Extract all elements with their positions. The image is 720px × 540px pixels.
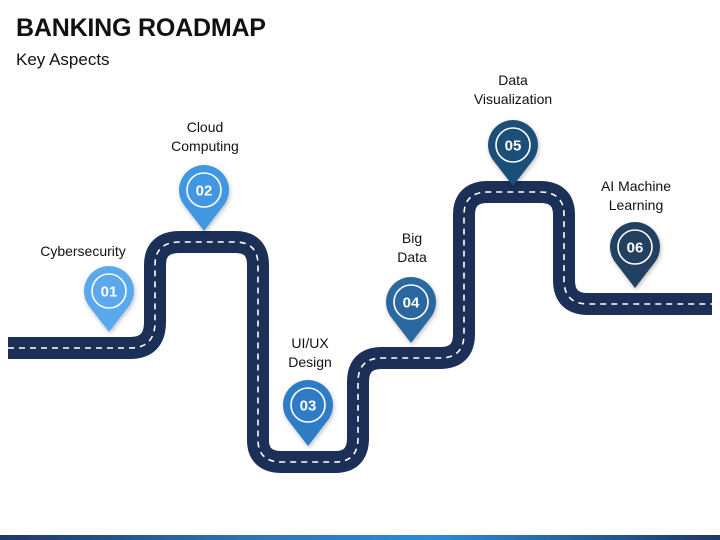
milestone-pin-05: 05 <box>488 119 538 186</box>
pin-marker-icon <box>609 221 660 288</box>
milestone-pin-02: 02 <box>179 165 229 231</box>
bottom-accent-bar <box>0 535 720 540</box>
milestone-label-02: Cloud Computing <box>171 119 239 154</box>
milestone-pin-04: 04 <box>386 276 436 343</box>
milestone-label-06: AI Machine Learning <box>600 178 672 213</box>
page-subtitle: Key Aspects <box>16 50 110 69</box>
milestone-number: 03 <box>300 398 317 415</box>
milestone-pin-06: 06 <box>609 221 660 288</box>
pin-marker-icon <box>283 379 333 446</box>
milestone-number: 05 <box>505 138 522 155</box>
pin-inner-ring <box>91 273 127 309</box>
milestone-number: 06 <box>627 240 644 257</box>
pin-marker-icon <box>83 265 134 332</box>
milestone-pin-03: 03 <box>283 379 333 446</box>
pin-marker-icon <box>386 276 436 343</box>
milestone-pin-01: 01 <box>83 265 134 332</box>
pin-inner-ring <box>617 229 653 265</box>
page-title: BANKING ROADMAP <box>16 14 266 42</box>
milestone-number: 04 <box>403 295 420 312</box>
pin-inner-ring <box>495 127 531 163</box>
milestone-label-05: Data Visualization <box>473 72 553 107</box>
milestone-number: 02 <box>196 183 213 200</box>
pin-inner-ring <box>393 284 429 320</box>
road-center-line <box>8 191 712 463</box>
milestone-label-01: Cybersecurity <box>40 243 126 259</box>
pin-marker-icon <box>488 119 538 186</box>
milestone-label-04: Big Data <box>397 230 427 265</box>
milestone-label-03: UI/UX Design <box>288 335 332 370</box>
milestone-number: 01 <box>101 284 118 301</box>
pin-inner-ring <box>290 387 326 423</box>
pin-marker-icon <box>179 165 229 231</box>
pin-inner-ring <box>186 172 222 208</box>
